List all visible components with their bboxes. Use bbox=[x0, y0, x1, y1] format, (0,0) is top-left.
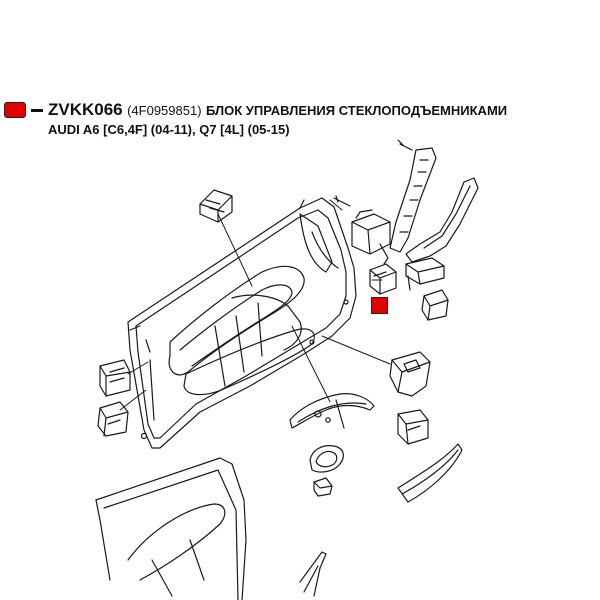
oem-number: (4F0959851) bbox=[127, 103, 202, 118]
lower-trim-strip bbox=[299, 551, 327, 597]
legend-red-marker-icon bbox=[4, 102, 26, 118]
left-switch-upper bbox=[99, 359, 131, 397]
small-knob bbox=[313, 477, 333, 497]
grip-strip bbox=[397, 443, 463, 503]
control-unit-bracket bbox=[333, 195, 391, 265]
part-code: ZVKK066 bbox=[48, 100, 123, 119]
mirror-switch-part bbox=[199, 189, 233, 223]
part-description: БЛОК УПРАВЛЕНИЯ СТЕКЛОПОДЪЕМНИКАМИ bbox=[206, 103, 508, 118]
vehicle-applicability: AUDI A6 [C6,4F] (04-11), Q7 [4L] (05-15) bbox=[48, 122, 290, 137]
lower-door-panel bbox=[95, 457, 247, 600]
armrest-handle-insert bbox=[289, 393, 375, 429]
rear-trim-strip bbox=[405, 177, 479, 263]
trim-clip bbox=[405, 257, 445, 291]
armrest-switch-housing bbox=[389, 351, 431, 397]
highlight-marker bbox=[371, 297, 388, 314]
right-switch-block bbox=[397, 409, 429, 445]
door-trim-panel bbox=[127, 197, 357, 449]
window-switch-unit bbox=[369, 263, 397, 295]
leader-lines bbox=[119, 199, 391, 411]
b-pillar-trim-strip bbox=[389, 139, 437, 253]
switch-frame-oval bbox=[309, 445, 344, 473]
left-switch-lower bbox=[97, 401, 129, 437]
part-title-line: ZVKK066 (4F0959851) БЛОК УПРАВЛЕНИЯ СТЕК… bbox=[48, 100, 507, 120]
side-bracket bbox=[421, 289, 449, 321]
legend-dash-icon bbox=[31, 109, 43, 112]
